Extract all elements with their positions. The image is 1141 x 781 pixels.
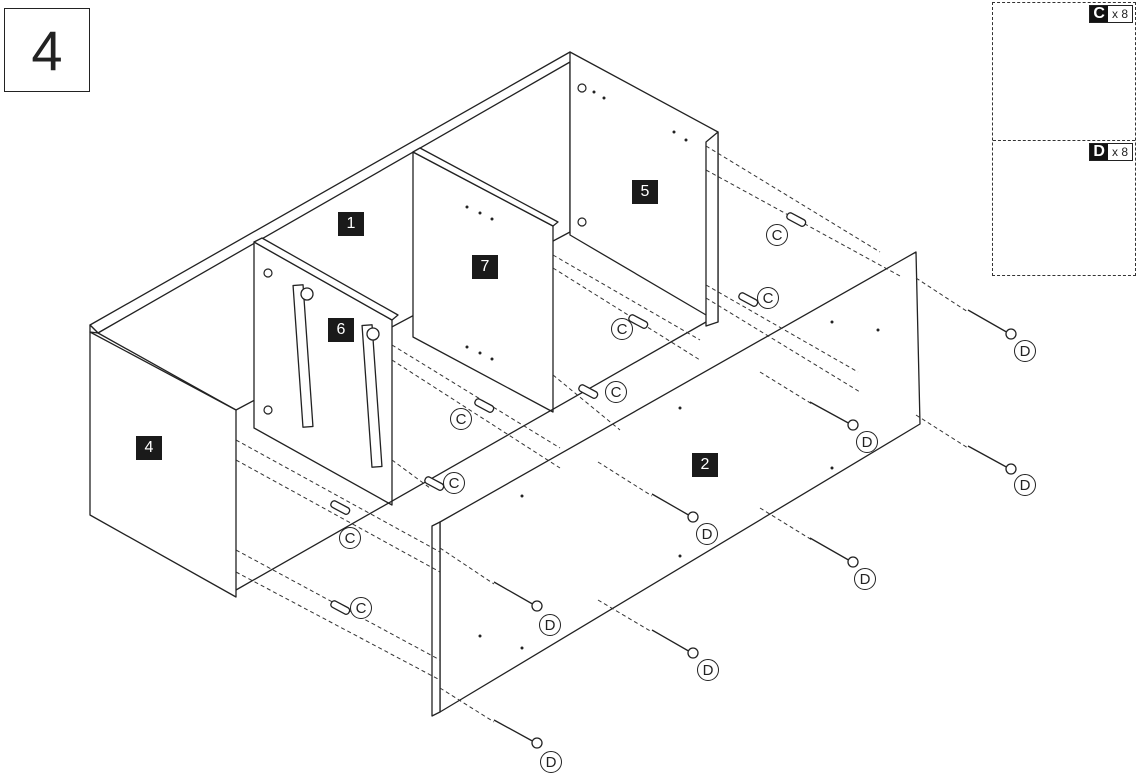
- part-c-quantity: x 8: [1111, 7, 1128, 21]
- panel-label-5: 5: [632, 180, 658, 204]
- panel-label-4: 4: [136, 436, 162, 460]
- part-d-quantity: x 8: [1111, 145, 1128, 159]
- divider-panel-left-edge: [253, 237, 399, 321]
- callout-c: C: [605, 381, 627, 403]
- callout-d: D: [696, 523, 718, 545]
- callout-c: C: [443, 472, 465, 494]
- callout-c: C: [766, 224, 788, 246]
- part-d-tag: D x 8: [1089, 143, 1133, 161]
- panel-label-6: 6: [328, 318, 354, 342]
- front-panel-edge: [431, 521, 441, 717]
- left-side-panel-edge: [89, 324, 99, 334]
- left-side-panel: [89, 331, 237, 598]
- callout-c: C: [350, 597, 372, 619]
- parts-legend: C x 8 D x 8: [992, 2, 1136, 276]
- panel-label-7: 7: [472, 255, 498, 279]
- callout-c: C: [450, 408, 472, 430]
- part-d-code: D: [1090, 144, 1108, 160]
- part-c-code: C: [1090, 6, 1108, 22]
- callout-d: D: [1014, 340, 1036, 362]
- callout-d: D: [856, 431, 878, 453]
- panel-label-2: 2: [692, 453, 718, 477]
- screw-icon: [967, 309, 1011, 335]
- callout-d: D: [697, 659, 719, 681]
- callout-d: D: [854, 568, 876, 590]
- part-c-tag: C x 8: [1089, 5, 1133, 23]
- panel-label-1: 1: [338, 212, 364, 236]
- callout-c: C: [611, 318, 633, 340]
- step-number-box: 4: [4, 8, 90, 92]
- callout-d: D: [540, 751, 562, 773]
- right-side-panel-edge: [705, 131, 719, 327]
- callout-c: C: [757, 287, 779, 309]
- callout-d: D: [539, 614, 561, 636]
- parts-legend-divider: [993, 140, 1135, 141]
- dowel-icon: [786, 212, 807, 227]
- callout-d: D: [1014, 474, 1036, 496]
- callout-c: C: [339, 527, 361, 549]
- divider-panel-right-edge: [412, 147, 559, 227]
- step-number: 4: [31, 18, 63, 82]
